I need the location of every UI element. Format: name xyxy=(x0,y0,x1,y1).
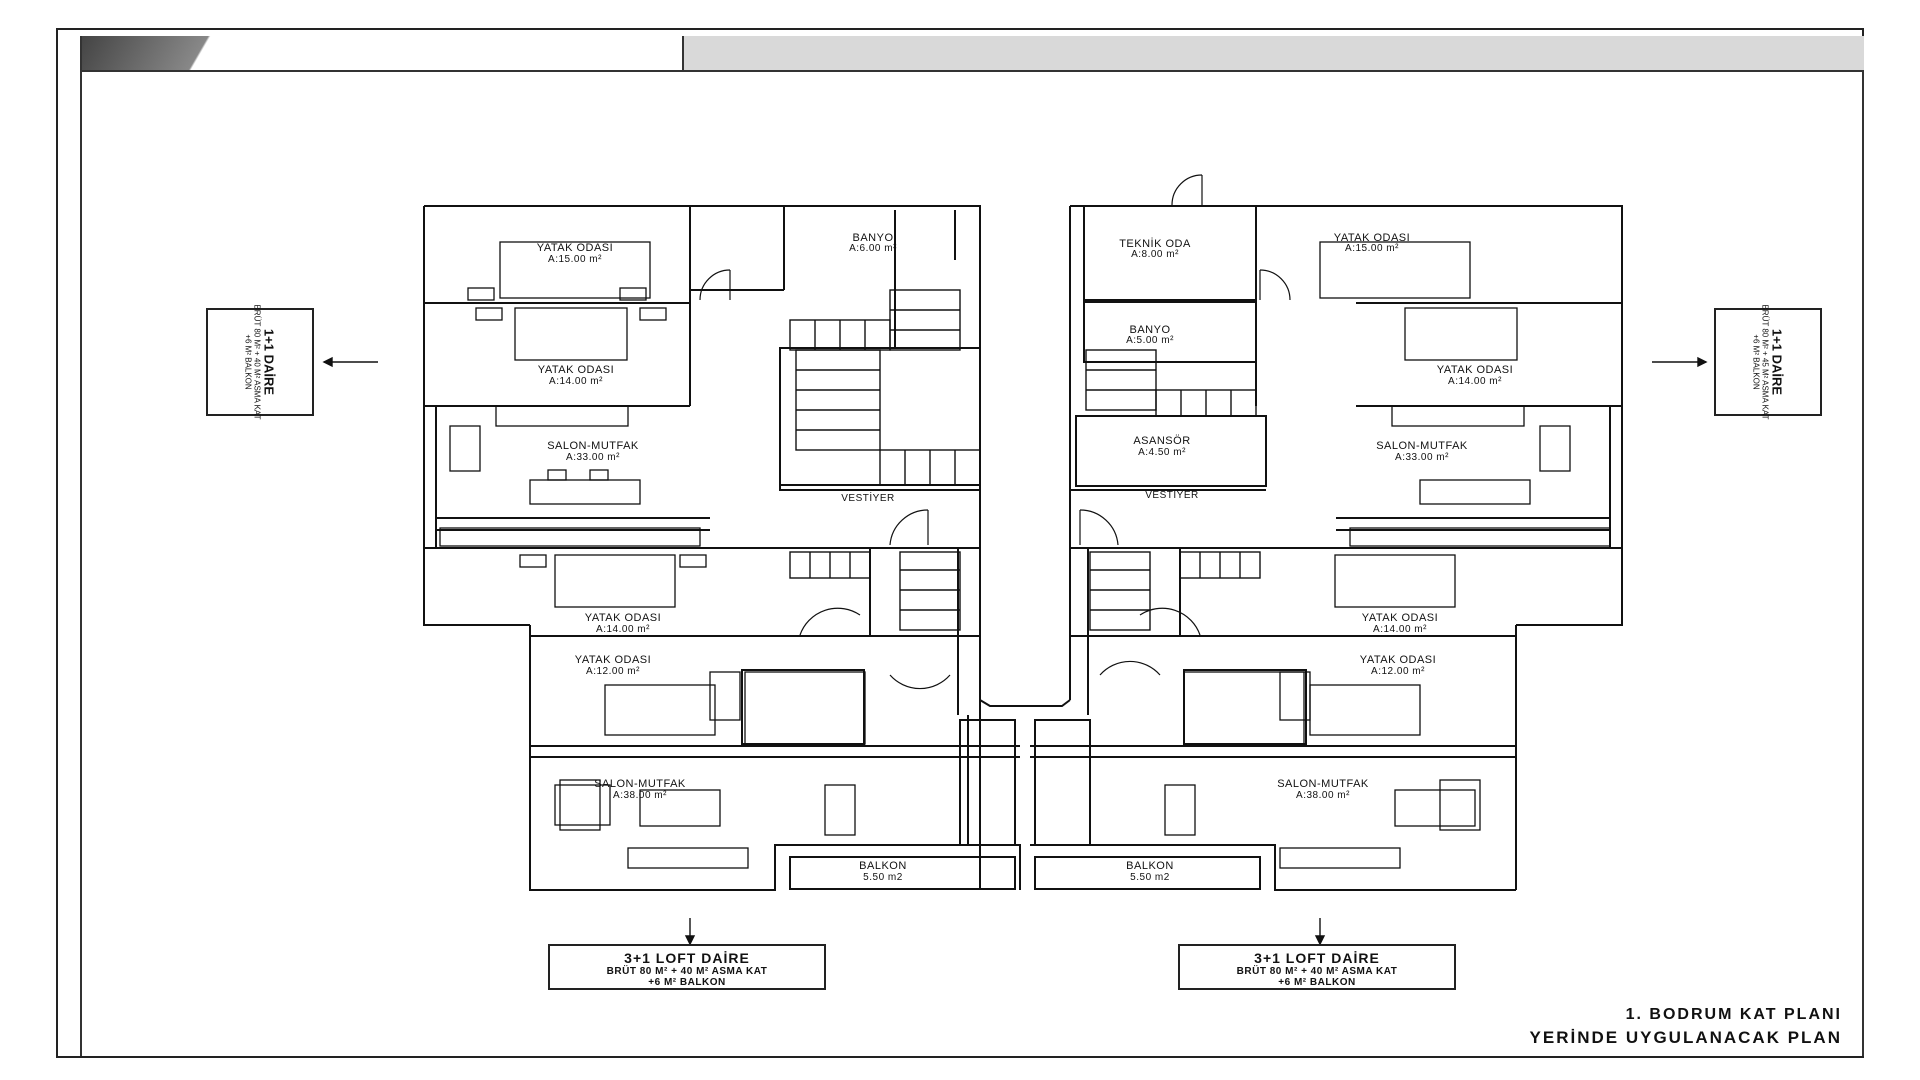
room-area: A:12.00 m² xyxy=(1371,666,1425,677)
right-room-labels: TEKNİK ODA A:8.00 m² YATAK ODASI A:15.00… xyxy=(1119,232,1513,883)
room-name: SALON-MUTFAK xyxy=(1376,440,1468,452)
room-area: A:5.00 m² xyxy=(1126,335,1174,346)
room-area: 5.50 m2 xyxy=(863,872,903,883)
unit-balcony: +6 M² BALKON xyxy=(1278,977,1356,988)
unit-type: 3+1 LOFT DAİRE xyxy=(1254,950,1380,966)
room-name: YATAK ODASI xyxy=(575,654,651,666)
room-area: A:12.00 m² xyxy=(586,666,640,677)
room-name: BANYO xyxy=(1129,324,1170,336)
unit-type: 1+1 DAİRE xyxy=(1769,328,1785,396)
room-area: A:38.00 m² xyxy=(1296,790,1350,801)
room-area: 5.50 m2 xyxy=(1130,872,1170,883)
room-area: A:14.00 m² xyxy=(1373,624,1427,635)
unit-area: BRÜT 80 M² + 40 M² ASMA KAT xyxy=(252,304,262,420)
room-name: VESTİYER xyxy=(1145,488,1198,501)
unit-area: BRÜT 80 M² + 40 M² ASMA KAT xyxy=(606,966,768,977)
room-area: A:33.00 m² xyxy=(1395,452,1449,463)
unit-area: BRÜT 80 M² + 40 M² ASMA KAT xyxy=(1236,966,1398,977)
room-area: A:8.00 m² xyxy=(1131,249,1179,260)
room-area: A:33.00 m² xyxy=(566,452,620,463)
room-name: BANYO xyxy=(852,232,893,244)
room-name: TEKNİK ODA xyxy=(1119,237,1191,250)
room-area: A:15.00 m² xyxy=(1345,243,1399,254)
plan-title: 1. BODRUM KAT PLANI xyxy=(1625,1006,1842,1023)
room-name: SALON-MUTFAK xyxy=(1277,778,1369,790)
unit-balcony: +6 M² BALKON xyxy=(1751,334,1761,390)
room-name: SALON-MUTFAK xyxy=(547,440,639,452)
room-name: YATAK ODASI xyxy=(1360,654,1436,666)
room-area: A:38.00 m² xyxy=(613,790,667,801)
room-area: A:14.00 m² xyxy=(549,376,603,387)
room-name: YATAK ODASI xyxy=(538,364,614,376)
unit-balcony: +6 M² BALKON xyxy=(243,334,253,390)
room-name: ASANSÖR xyxy=(1133,435,1190,447)
left-bottom-unit-label: 3+1 LOFT DAİRE BRÜT 80 M² + 40 M² ASMA K… xyxy=(548,944,826,990)
room-name: YATAK ODASI xyxy=(537,242,613,254)
room-name: BALKON xyxy=(859,860,907,872)
unit-area: BRÜT 80 M² + 45 M² ASMA KAT xyxy=(1760,304,1770,420)
right-side-unit-label: 1+1 DAİRE BRÜT 80 M² + 45 M² ASMA KAT +6… xyxy=(1714,304,1822,420)
unit-balcony: +6 M² BALKON xyxy=(648,977,726,988)
plan-subtitle: YERİNDE UYGULANACAK PLAN xyxy=(1529,1028,1842,1047)
unit-type: 1+1 DAİRE xyxy=(261,328,277,396)
room-name: YATAK ODASI xyxy=(1362,612,1438,624)
room-name: YATAK ODASI xyxy=(1334,232,1410,244)
room-name: SALON-MUTFAK xyxy=(594,778,686,790)
left-upper-wall xyxy=(424,205,981,548)
room-name: BALKON xyxy=(1126,860,1174,872)
room-area: A:14.00 m² xyxy=(596,624,650,635)
unit-type: 3+1 LOFT DAİRE xyxy=(624,950,750,966)
title-tab-stripe xyxy=(82,36,292,70)
room-name: YATAK ODASI xyxy=(1437,364,1513,376)
room-area: A:6.00 m² xyxy=(849,243,897,254)
left-outer-wall xyxy=(423,206,530,626)
room-area: A:15.00 m² xyxy=(548,254,602,265)
room-name: VESTİYER xyxy=(841,491,894,504)
room-area: A:4.50 m² xyxy=(1138,447,1186,458)
drawing-inner-border xyxy=(80,36,1864,1056)
left-side-unit-label: 1+1 DAİRE BRÜT 80 M² + 40 M² ASMA KAT +6… xyxy=(206,304,314,420)
left-room-labels: YATAK ODASI A:15.00 m² BANYO A:6.00 m² Y… xyxy=(537,232,907,883)
room-name: YATAK ODASI xyxy=(585,612,661,624)
right-bottom-unit-label: 3+1 LOFT DAİRE BRÜT 80 M² + 40 M² ASMA K… xyxy=(1178,944,1456,990)
room-area: A:14.00 m² xyxy=(1448,376,1502,387)
